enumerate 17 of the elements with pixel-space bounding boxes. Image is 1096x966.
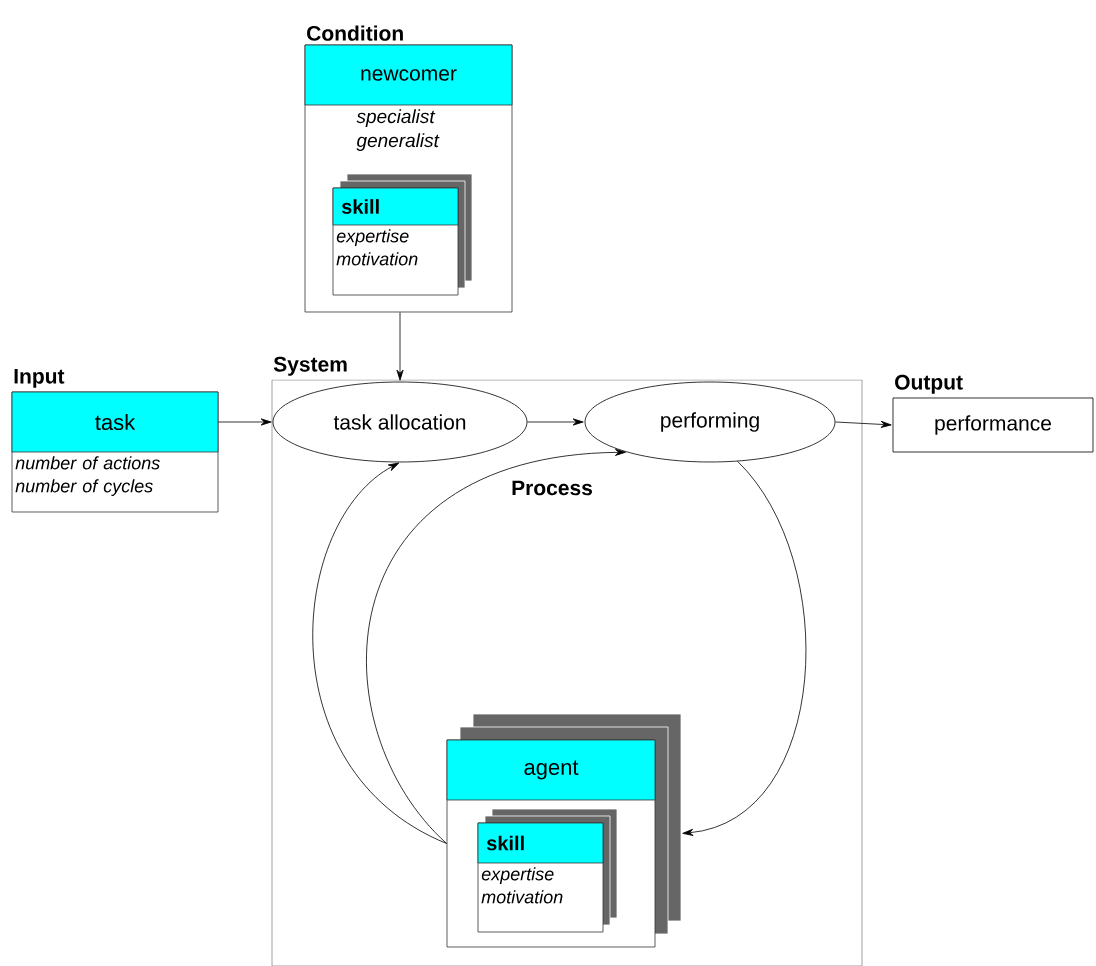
item-list: expertise motivation [481, 867, 563, 904]
heading: Input [14, 369, 65, 388]
arrow [835, 420, 892, 428]
arrow [218, 418, 272, 426]
region-label: Process [512, 480, 592, 496]
output-box: performance [892, 397, 1094, 453]
heading: System [273, 356, 347, 376]
item-list: expertise motivation [336, 229, 418, 266]
item-list: specialist generalist [356, 109, 440, 151]
heading: Condition [307, 25, 403, 41]
arrow [396, 312, 404, 381]
item-list: number of actions number of cycles [15, 456, 160, 496]
arrow [527, 418, 584, 426]
heading: Output [895, 374, 963, 394]
arrow [312, 462, 447, 844]
arrow [682, 461, 807, 836]
arrow [366, 448, 626, 844]
